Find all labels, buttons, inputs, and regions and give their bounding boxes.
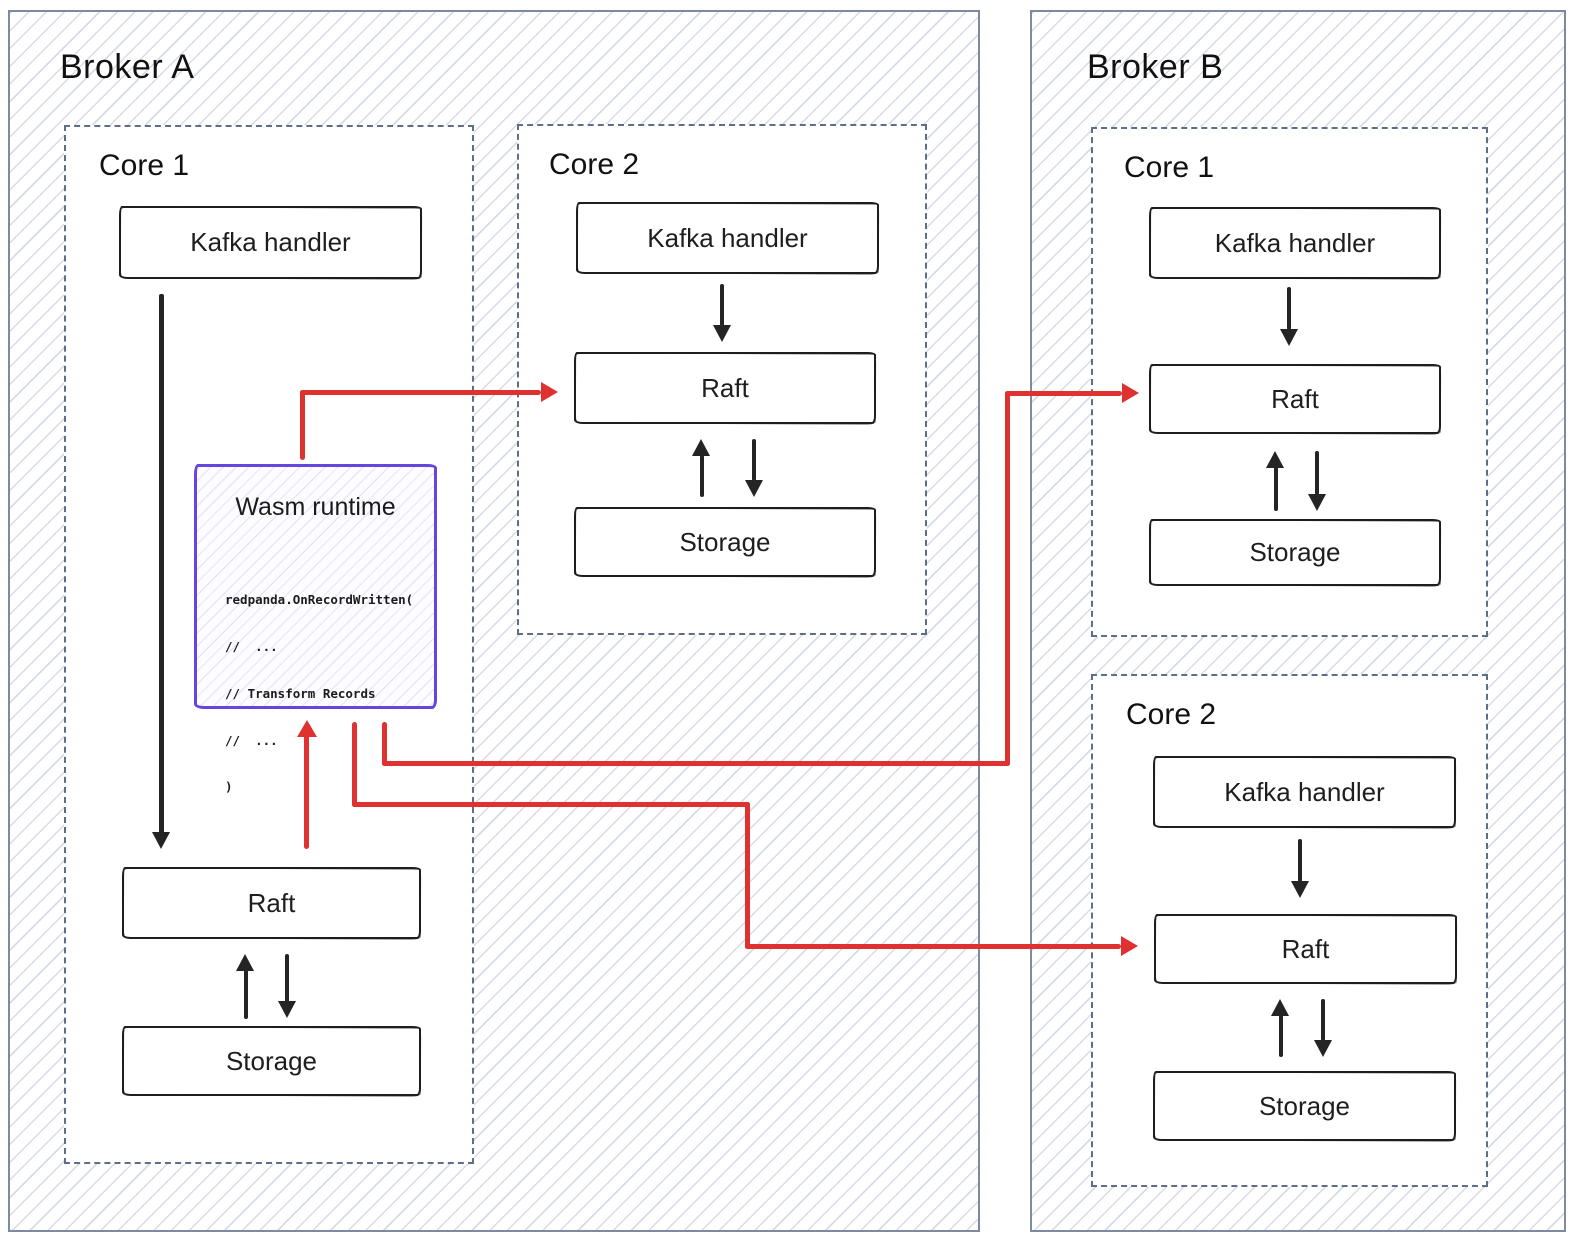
code-line: // ...: [225, 638, 278, 654]
arrow-down-icon: [713, 325, 731, 342]
arrow-down-icon: [152, 832, 170, 849]
storage-box: Storage: [1153, 1071, 1456, 1141]
flow-segment: [300, 390, 305, 460]
core-title: Core 2: [1126, 698, 1217, 731]
flow-segment: [304, 735, 309, 849]
broker-a-core-1: Core 1 Kafka handler Wasm runtime redpan…: [64, 125, 474, 1164]
flow-segment: [1005, 391, 1010, 766]
arrow-down-icon: [1291, 881, 1309, 898]
broker-b-title: Broker B: [1087, 48, 1224, 86]
box-label: Kafka handler: [1214, 227, 1376, 258]
arrow-up-icon: [236, 954, 254, 971]
arrow-up-icon: [1271, 999, 1289, 1016]
storage-box: Storage: [1149, 519, 1441, 586]
flow-segment: [300, 390, 541, 395]
flow-segment: [382, 722, 387, 766]
flow-segment: [352, 802, 750, 807]
core-title: Core 1: [99, 149, 190, 182]
arrow-shaft: [159, 294, 164, 834]
wasm-runtime-box: Wasm runtime redpanda.OnRecordWritten( /…: [194, 464, 437, 794]
kafka-handler-box: Kafka handler: [1153, 756, 1456, 828]
kafka-handler-box: Kafka handler: [576, 202, 879, 274]
flow-segment: [1005, 391, 1122, 396]
box-label: Storage: [679, 526, 771, 557]
kafka-handler-box: Kafka handler: [119, 206, 422, 279]
arrow-shaft: [1315, 451, 1319, 495]
code-line: // Transform Records: [225, 685, 376, 701]
arrow-shaft: [700, 455, 704, 497]
box-label: Kafka handler: [190, 227, 351, 257]
arrow-up-icon: [1266, 451, 1284, 468]
raft-box: Raft: [574, 352, 876, 424]
broker-b-core-1: Core 1 Kafka handler Raft Storage: [1091, 127, 1488, 637]
broker-b: Broker B Core 1 Kafka handler Raft: [1030, 10, 1566, 1232]
flow-arrowhead: [297, 720, 317, 737]
arrow-shaft: [1274, 467, 1278, 511]
box-label: Storage: [1249, 537, 1341, 567]
flow-segment: [352, 722, 357, 807]
flow-arrowhead: [1121, 936, 1138, 956]
arrow-down-icon: [1308, 494, 1326, 511]
raft-box: Raft: [1149, 364, 1441, 434]
box-label: Storage: [225, 1045, 318, 1076]
broker-a: Broker A Core 1 Kafka handler Wasm runti…: [8, 10, 980, 1232]
box-label: Kafka handler: [1224, 776, 1385, 807]
broker-a-title: Broker A: [60, 48, 195, 86]
flow-segment: [745, 802, 750, 949]
flow-arrowhead: [1122, 383, 1139, 403]
arrow-shaft: [1321, 999, 1325, 1041]
core-title: Core 1: [1124, 151, 1215, 184]
kafka-handler-box: Kafka handler: [1149, 207, 1441, 279]
arrow-shaft: [1279, 1015, 1283, 1057]
arrow-down-icon: [278, 1001, 296, 1018]
arrow-shaft: [1287, 287, 1291, 330]
wasm-runtime-title: Wasm runtime: [235, 493, 396, 521]
box-label: Kafka handler: [647, 222, 808, 253]
arrow-shaft: [752, 439, 756, 481]
box-label: Raft: [1281, 933, 1330, 964]
code-line: ): [225, 779, 233, 795]
arrow-up-icon: [692, 439, 710, 456]
arrow-down-icon: [1314, 1040, 1332, 1057]
raft-box: Raft: [1154, 914, 1457, 984]
box-label: Storage: [1258, 1090, 1351, 1121]
arrow-shaft: [285, 954, 289, 1003]
broker-a-core-2: Core 2 Kafka handler Raft Storage: [517, 124, 927, 635]
arrow-down-icon: [745, 480, 763, 497]
box-label: Raft: [247, 887, 296, 918]
arrow-shaft: [720, 284, 724, 326]
code-line: redpanda.OnRecordWritten(: [225, 592, 414, 608]
code-line: // ...: [225, 732, 278, 748]
wasm-code: redpanda.OnRecordWritten( // ... // Tran…: [225, 561, 413, 826]
box-label: Raft: [1271, 383, 1319, 414]
flow-segment: [745, 944, 1121, 949]
arrow-down-icon: [1280, 329, 1298, 346]
core-title: Core 2: [549, 148, 640, 181]
storage-box: Storage: [574, 507, 876, 577]
storage-box: Storage: [122, 1026, 421, 1096]
flow-segment: [382, 761, 1010, 766]
box-label: Raft: [701, 372, 749, 403]
flow-arrowhead: [541, 382, 558, 402]
broker-b-core-2: Core 2 Kafka handler Raft Storage: [1091, 674, 1488, 1187]
raft-box: Raft: [122, 867, 421, 939]
arrow-shaft: [244, 970, 248, 1019]
arrow-shaft: [1298, 839, 1302, 882]
